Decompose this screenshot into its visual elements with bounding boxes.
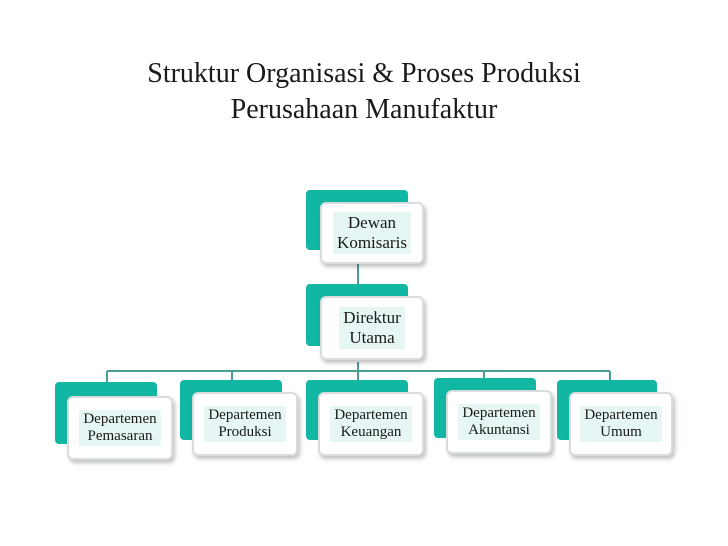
- node-label-line-2: Keuangan: [340, 424, 402, 440]
- node-card: Departemen Produksi: [192, 392, 298, 456]
- node-direktur-utama: Direktur Utama: [306, 284, 424, 362]
- node-label-line-2: Pemasaran: [87, 428, 153, 444]
- node-card: Departemen Umum: [569, 392, 673, 456]
- node-departemen-keuangan: Departemen Keuangan: [306, 380, 424, 456]
- node-label-line-2: Akuntansi: [468, 422, 530, 438]
- diagram-title: Struktur Organisasi & Proses Produksi Pe…: [0, 56, 728, 128]
- node-dewan-komisaris: Dewan Komisaris: [306, 190, 424, 266]
- node-card: Departemen Keuangan: [318, 392, 424, 456]
- title-line-1: Struktur Organisasi & Proses Produksi: [147, 58, 581, 89]
- node-label: Departemen Akuntansi: [458, 403, 540, 441]
- node-label-line-2: Komisaris: [337, 233, 407, 252]
- node-label-line-1: Departemen: [462, 404, 536, 421]
- node-label: Departemen Umum: [580, 405, 662, 443]
- node-label-line-2: Umum: [600, 424, 642, 440]
- node-card: Departemen Pemasaran: [67, 396, 173, 460]
- node-label: Departemen Pemasaran: [79, 409, 161, 447]
- node-departemen-pemasaran: Departemen Pemasaran: [55, 382, 173, 460]
- node-label-line-1: Dewan: [347, 213, 397, 233]
- node-label: Dewan Komisaris: [333, 212, 411, 254]
- node-label-line-1: Departemen: [584, 406, 658, 423]
- node-label-line-1: Departemen: [83, 410, 157, 427]
- node-card: Dewan Komisaris: [320, 202, 424, 264]
- title-line-2: Perusahaan Manufaktur: [230, 94, 498, 125]
- node-label-line-1: Departemen: [334, 406, 408, 423]
- node-card: Departemen Akuntansi: [446, 390, 552, 454]
- node-label-line-2: Produksi: [218, 424, 272, 440]
- node-label-line-1: Direktur: [343, 308, 401, 328]
- node-label-line-2: Utama: [349, 328, 395, 347]
- node-label: Departemen Keuangan: [330, 405, 412, 443]
- node-departemen-produksi: Departemen Produksi: [180, 380, 298, 456]
- node-label: Direktur Utama: [339, 307, 405, 349]
- node-departemen-akuntansi: Departemen Akuntansi: [434, 378, 552, 454]
- node-label: Departemen Produksi: [204, 405, 286, 443]
- node-departemen-umum: Departemen Umum: [557, 380, 673, 456]
- node-card: Direktur Utama: [320, 296, 424, 360]
- node-label-line-1: Departemen: [208, 406, 282, 423]
